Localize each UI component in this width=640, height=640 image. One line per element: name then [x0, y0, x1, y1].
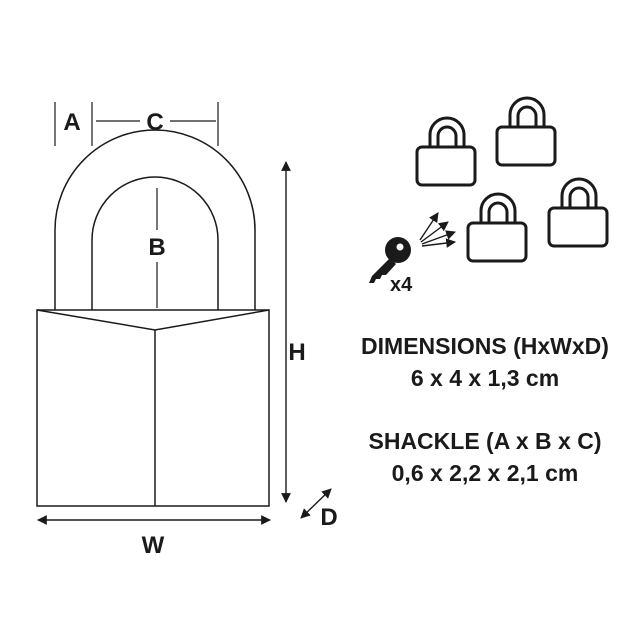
label-b: B [148, 234, 165, 261]
key-icon [369, 237, 411, 283]
dimension-a [54, 102, 93, 146]
padlock-icon [547, 177, 609, 248]
main-padlock-shackle [54, 129, 256, 310]
dimensions-block: DIMENSIONS (HxWxD) 6 x 4 x 1,3 cm [330, 330, 640, 394]
key-count-label: x4 [390, 274, 413, 296]
label-d: D [320, 504, 337, 531]
main-padlock-body [36, 309, 270, 507]
dimensions-title: DIMENSIONS (HxWxD) [361, 333, 609, 359]
spark-arrows [419, 212, 456, 248]
shackle-value: 0,6 x 2,2 x 2,1 cm [391, 460, 579, 486]
padlock-icon [495, 96, 557, 167]
shackle-block: SHACKLE (A x B x C) 0,6 x 2,2 x 2,1 cm [330, 425, 640, 489]
label-a: A [63, 109, 80, 136]
padlock-icon [415, 116, 477, 187]
label-w: W [142, 532, 165, 559]
label-c: C [146, 109, 163, 136]
padlock-icon [466, 192, 528, 263]
shackle-title: SHACKLE (A x B x C) [368, 428, 602, 454]
dimension-c [96, 102, 219, 146]
dimension-d-arrow [300, 488, 332, 519]
dimensions-value: 6 x 4 x 1,3 cm [410, 365, 560, 391]
label-h: H [288, 339, 305, 366]
